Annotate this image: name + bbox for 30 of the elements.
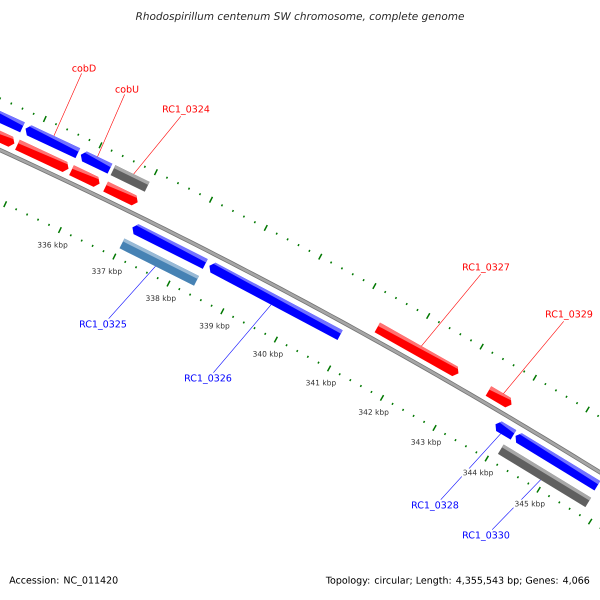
gene-label: cobD xyxy=(72,64,96,72)
leader-line xyxy=(54,73,82,136)
genome-info-text: Topology: circular; Length: 4,355,543 bp; Genes: 4,066 xyxy=(326,576,590,586)
title: Rhodospirillum centenum SW chromosome, complete genome xyxy=(136,12,464,22)
gene-feature xyxy=(516,433,600,490)
leader-line xyxy=(421,274,482,346)
gene-label: RC1_0328 xyxy=(412,501,458,511)
leader-line xyxy=(97,94,125,157)
gene-feature xyxy=(80,151,112,174)
accession-text: Accession: NC_011420 xyxy=(9,576,118,586)
gene-feature xyxy=(374,322,458,376)
gene-label: RC1_0329 xyxy=(546,310,592,320)
leader-line xyxy=(213,304,272,373)
gene-feature xyxy=(26,125,80,158)
leader-line xyxy=(133,116,182,174)
gene-feature xyxy=(486,386,512,408)
leader-line xyxy=(503,321,564,394)
gene-label: RC1_0326 xyxy=(185,374,232,384)
gene-feature xyxy=(69,165,100,187)
gene-label: RC1_0324 xyxy=(163,105,210,115)
gene-label: RC1_0325 xyxy=(80,320,126,330)
leader-line xyxy=(440,433,501,500)
gene-feature xyxy=(132,224,208,269)
gene-feature xyxy=(110,165,150,192)
gene-feature xyxy=(0,109,25,132)
gene-label: cobU xyxy=(116,85,138,93)
leader-line xyxy=(108,266,156,319)
gene-feature xyxy=(496,422,516,440)
gene-label: RC1_0327 xyxy=(463,263,510,273)
gene-label: RC1_0330 xyxy=(463,531,510,541)
